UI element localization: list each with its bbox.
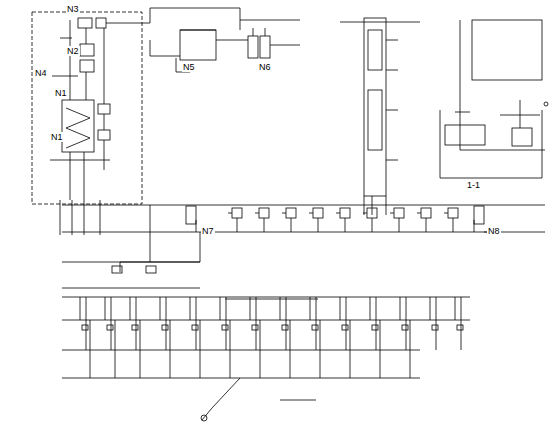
pipe-line	[256, 297, 257, 350]
unit-symbol	[342, 325, 348, 330]
pipe-line	[286, 297, 287, 350]
callout-number: N2	[66, 46, 80, 56]
section-label: 1-1	[466, 180, 481, 190]
pipe-line	[380, 320, 381, 378]
pipe-line	[140, 320, 141, 378]
unit-symbol	[448, 208, 458, 218]
pipe-line	[250, 297, 251, 320]
pipe-line	[196, 297, 197, 350]
pipe-line	[370, 297, 371, 320]
unit-symbol	[432, 325, 438, 330]
unit-symbol	[313, 208, 323, 218]
callout-number: N5	[182, 62, 196, 72]
pipe-line	[453, 218, 454, 232]
pipe-line	[237, 218, 238, 232]
pipe-line	[426, 218, 427, 232]
pipe-line	[260, 320, 261, 378]
callout-number: N4	[34, 68, 48, 78]
unit-symbol	[282, 325, 288, 330]
pipe-line	[400, 297, 401, 320]
callout-number: N3	[66, 4, 80, 14]
pipe-line	[406, 297, 407, 350]
pipe-line	[340, 297, 341, 320]
pipe-line	[230, 320, 231, 378]
pipe-line	[226, 297, 227, 350]
unit-symbol	[372, 325, 378, 330]
callout-number: N1	[50, 132, 64, 142]
pipe-line	[318, 218, 319, 232]
pipe-line	[376, 297, 377, 350]
unit-symbol	[340, 208, 350, 218]
callout-number: N1	[54, 88, 68, 98]
pipe-line	[166, 297, 167, 350]
pipe-line	[410, 320, 411, 378]
pipe-line	[190, 297, 191, 320]
pipe-line	[345, 218, 346, 232]
pipe-line	[111, 297, 112, 350]
pipe-line	[390, 213, 394, 214]
pipe-line	[200, 320, 201, 378]
pipe-line	[220, 297, 221, 320]
pipe-line	[86, 297, 87, 350]
unit-symbol	[394, 208, 404, 218]
callout-number: N7	[201, 226, 215, 236]
unit-symbol	[107, 325, 113, 330]
unit-symbol	[232, 208, 242, 218]
pipe-line	[136, 297, 137, 350]
unit-symbol	[367, 208, 377, 218]
unit-symbol	[312, 325, 318, 330]
pipe-line	[130, 297, 131, 320]
pipe-line	[461, 297, 462, 350]
pipe-line	[336, 213, 340, 214]
pipe-line	[316, 297, 317, 350]
unit-symbol	[192, 325, 198, 330]
pipe-line	[170, 320, 171, 378]
pipe-line	[310, 297, 311, 320]
pipe-line	[444, 213, 448, 214]
pipe-line	[350, 320, 351, 378]
pipe-line	[282, 213, 286, 214]
pipe-line	[346, 297, 347, 350]
unit-symbol	[162, 325, 168, 330]
pipe-line	[309, 213, 313, 214]
pipe-line	[417, 213, 421, 214]
pipe-line	[399, 218, 400, 232]
unit-symbol	[82, 325, 88, 330]
unit-symbol	[252, 325, 258, 330]
pipe-line	[455, 297, 456, 320]
pipe-line	[228, 213, 232, 214]
pipe-line	[363, 213, 367, 214]
pipe-line	[290, 320, 291, 378]
pipe-line	[105, 297, 106, 320]
pipe-line	[264, 218, 265, 232]
unit-symbol	[259, 208, 269, 218]
pipe-line	[160, 297, 161, 320]
pipe-line	[80, 297, 81, 320]
unit-symbol	[222, 325, 228, 330]
pipe-line	[291, 218, 292, 232]
callout-number: N8	[487, 226, 501, 236]
pipe-line	[436, 297, 437, 350]
unit-symbol	[132, 325, 138, 330]
unit-symbol	[402, 325, 408, 330]
callout-number: N6	[258, 62, 272, 72]
unit-symbol	[286, 208, 296, 218]
unit-symbol	[421, 208, 431, 218]
pipe-line	[280, 297, 281, 320]
pipe-line	[255, 213, 259, 214]
pipe-line	[430, 297, 431, 320]
pipe-line	[372, 218, 373, 232]
pipe-line	[320, 320, 321, 378]
pipe-line	[90, 320, 91, 378]
unit-symbol	[457, 325, 463, 330]
pipe-line	[115, 320, 116, 378]
